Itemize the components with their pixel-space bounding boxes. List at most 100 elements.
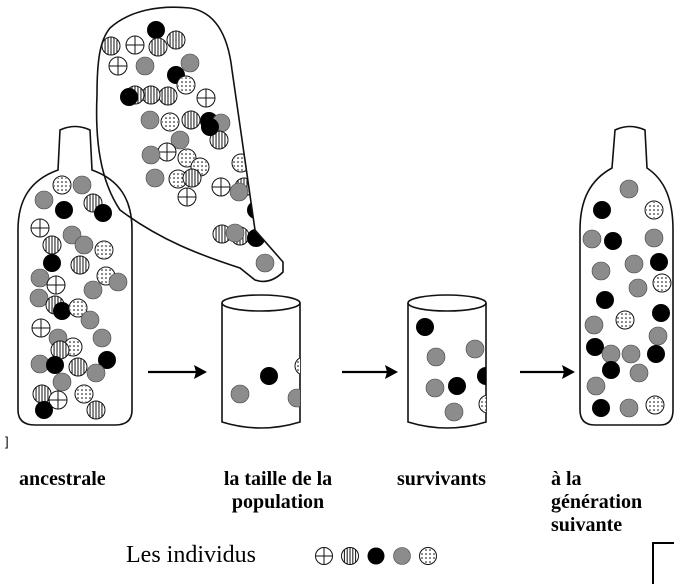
gray-individual: [141, 111, 159, 129]
gray-individual: [93, 329, 111, 347]
black-individual: [260, 367, 278, 385]
gray-individual: [230, 183, 248, 201]
gray-individual: [645, 229, 663, 247]
gray-individual: [629, 279, 647, 297]
dotted-individual: [646, 396, 664, 414]
crossed-individual: [316, 548, 333, 565]
black-individual: [592, 399, 610, 417]
label-next-generation: à la génération suivante: [551, 468, 666, 537]
dotted-individual: [616, 311, 634, 329]
crossed-individual: [126, 36, 144, 54]
gray-individual: [426, 379, 444, 397]
sample-jar: [222, 295, 300, 428]
black-individual: [602, 361, 620, 379]
gray-individual: [445, 403, 463, 421]
crossed-individual: [158, 143, 176, 161]
dotted-individual: [653, 274, 671, 292]
gray-individual: [146, 169, 164, 187]
label-ancestral: ancestrale: [19, 468, 106, 491]
gray-individual: [256, 254, 274, 272]
gray-individual: [142, 146, 160, 164]
crossed-individual: [47, 276, 65, 294]
label-survivors: survivants: [397, 468, 486, 491]
gray-individual: [288, 389, 306, 407]
legend-individual-types: [312, 544, 472, 568]
striped-individual: [43, 236, 61, 254]
striped-individual: [87, 401, 105, 419]
striped-individual: [149, 38, 167, 56]
striped-individual: [142, 86, 160, 104]
gray-individual: [427, 348, 445, 366]
black-individual: [247, 201, 265, 219]
next-generation-bottle-individuals: [583, 180, 671, 417]
gray-individual: [620, 180, 638, 198]
crossed-individual: [31, 219, 49, 237]
striped-individual: [33, 385, 51, 403]
dotted-individual: [295, 357, 313, 375]
dotted-individual: [95, 241, 113, 259]
gray-individual: [53, 373, 71, 391]
gray-individual: [620, 399, 638, 417]
arrow-2: [342, 365, 398, 379]
black-individual: [416, 318, 434, 336]
black-individual: [477, 367, 495, 385]
striped-individual: [102, 37, 120, 55]
gray-individual: [585, 316, 603, 334]
gray-individual: [583, 230, 601, 248]
gray-individual: [109, 273, 127, 291]
gray-individual: [587, 377, 605, 395]
gray-individual: [602, 345, 620, 363]
dotted-individual: [479, 395, 497, 413]
black-individual: [593, 201, 611, 219]
striped-individual: [159, 87, 177, 105]
striped-individual: [342, 548, 359, 565]
black-individual: [448, 377, 466, 395]
gray-individual: [136, 57, 154, 75]
label-population-size: la taille de la population: [203, 468, 353, 514]
gray-individual: [87, 364, 105, 382]
dotted-individual: [420, 548, 437, 565]
black-individual: [43, 254, 61, 272]
dotted-individual: [177, 76, 195, 94]
dotted-individual: [645, 201, 663, 219]
striped-individual: [167, 31, 185, 49]
black-individual: [147, 21, 165, 39]
gray-individual: [394, 548, 411, 565]
survivors-jar-individuals: [416, 318, 497, 421]
black-individual: [647, 345, 665, 363]
arrow-1: [148, 365, 207, 379]
gray-individual: [81, 311, 99, 329]
black-individual: [604, 232, 622, 250]
black-individual: [368, 548, 385, 565]
dotted-individual: [161, 113, 179, 131]
gray-individual: [649, 327, 667, 345]
corner-bracket-mark: [652, 542, 674, 584]
dotted-individual: [75, 385, 93, 403]
black-individual: [94, 204, 112, 222]
gray-individual: [181, 54, 199, 72]
crossed-individual: [32, 319, 50, 337]
gray-individual: [466, 340, 484, 358]
crossed-individual: [109, 57, 127, 75]
striped-individual: [69, 358, 87, 376]
dotted-individual: [53, 176, 71, 194]
striped-individual: [182, 111, 200, 129]
legend-title: Les individus: [126, 541, 256, 569]
black-individual: [586, 338, 604, 356]
tilted-bottle-individuals: [102, 21, 274, 272]
crossed-individual: [212, 178, 230, 196]
black-individual: [201, 118, 219, 136]
dotted-individual: [232, 154, 250, 172]
black-individual: [596, 291, 614, 309]
black-individual: [35, 401, 53, 419]
stray-bracket-mark: ]: [5, 434, 9, 449]
gray-individual: [231, 385, 249, 403]
black-individual: [650, 253, 668, 271]
arrow-3: [520, 365, 575, 379]
crossed-individual: [178, 188, 196, 206]
striped-individual: [183, 169, 201, 187]
gray-individual: [592, 262, 610, 280]
black-individual: [53, 302, 71, 320]
gray-individual: [31, 269, 49, 287]
striped-individual: [71, 256, 89, 274]
